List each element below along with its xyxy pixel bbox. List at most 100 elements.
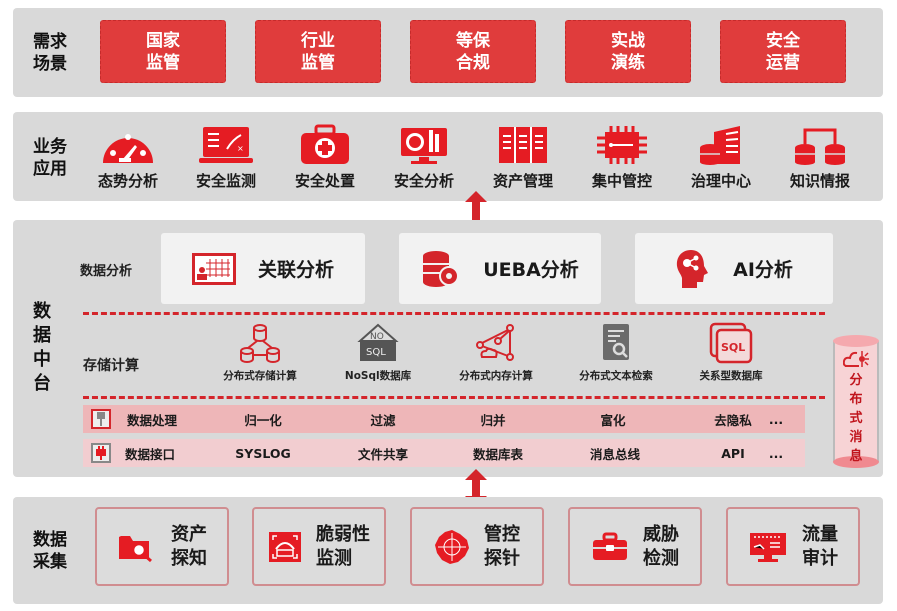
cylinder-top xyxy=(833,335,879,347)
storage-label: NoSql数据库 xyxy=(344,370,412,382)
processing-item[interactable]: 去隐私 xyxy=(714,412,752,428)
business-layer-label: 业务 应用 xyxy=(33,136,67,180)
interface-item[interactable]: SYSLOG xyxy=(235,445,291,461)
correlation-chart-icon xyxy=(191,252,236,285)
card-line: 审计 xyxy=(802,547,838,569)
collect-control-probe[interactable]: 管控 探针 xyxy=(410,507,544,586)
app-security-response[interactable]: 安全处置 xyxy=(280,124,370,191)
doc-search-icon xyxy=(556,323,676,363)
scenario-security-operations[interactable]: 安全 运营 xyxy=(720,20,846,83)
processing-item[interactable]: 归一化 xyxy=(244,412,282,428)
collect-asset-discovery[interactable]: 资产 探知 xyxy=(95,507,229,586)
processing-item[interactable]: 富化 xyxy=(600,412,626,428)
chip-usb-icon xyxy=(592,124,652,166)
building-database-icon xyxy=(691,124,751,166)
card-text: 管控 探针 xyxy=(484,523,520,571)
card-line: 检测 xyxy=(643,547,679,569)
interface-item[interactable]: 数据库表 xyxy=(472,446,523,462)
database-sync-icon xyxy=(790,124,850,166)
analysis-section-label: 数据分析 xyxy=(80,264,133,279)
analysis-screen-icon xyxy=(394,124,454,166)
card-line: 管控 xyxy=(484,523,520,545)
app-centralized-control[interactable]: 集中管控 xyxy=(577,124,667,191)
interface-more[interactable]: ... xyxy=(768,445,784,461)
scenario-industry-regulation[interactable]: 行业 监管 xyxy=(255,20,381,83)
data-collection-layer: 数据 采集 资产 探知 脆弱性 监测 管控 探针 威胁 检测 流量 审 xyxy=(13,497,883,604)
interface-item[interactable]: API xyxy=(721,445,745,461)
data-processing-row: 数据处理 归一化 过滤 归并 富化 去隐私 ... xyxy=(83,405,805,433)
storage-distributed-memory[interactable]: 分布式内存计算 xyxy=(436,323,556,383)
app-label: 安全处置 xyxy=(294,172,355,190)
scenario-national-regulation[interactable]: 国家 监管 xyxy=(100,20,226,83)
app-governance-center[interactable]: 治理中心 xyxy=(676,124,766,191)
card-text: 脆弱性 监测 xyxy=(316,523,370,571)
scan-vulnerability-icon xyxy=(269,531,301,562)
database-gear-icon xyxy=(423,250,460,287)
folder-search-icon xyxy=(119,535,152,562)
row-label: 数据处理 xyxy=(127,412,178,428)
app-situation-analysis[interactable]: 态势分析 xyxy=(83,124,173,191)
app-label: 安全监测 xyxy=(195,172,256,190)
svg-text:SQL: SQL xyxy=(721,341,745,354)
first-aid-kit-icon xyxy=(295,124,355,166)
scenario-text: 监管 xyxy=(146,52,180,73)
cylinder-bottom xyxy=(833,456,879,468)
storage-text-search[interactable]: 分布式文本检索 xyxy=(556,323,676,383)
card-ai-analysis[interactable]: AI分析 xyxy=(635,233,833,304)
collect-traffic-audit[interactable]: 流量 审计 xyxy=(726,507,860,586)
data-interface-row: 数据接口 SYSLOG 文件共享 数据库表 消息总线 API ... xyxy=(83,439,805,467)
app-label: 治理中心 xyxy=(690,172,751,190)
processing-item[interactable]: 归并 xyxy=(480,412,506,428)
processing-item[interactable]: 过滤 xyxy=(370,412,396,428)
label-char: 分 xyxy=(849,373,863,388)
gauge-icon xyxy=(98,124,158,166)
card-line: 脆弱性 xyxy=(316,523,370,545)
card-text: 流量 审计 xyxy=(802,523,838,571)
card-ueba-analysis[interactable]: UEBA分析 xyxy=(399,233,601,304)
card-line: 资产 xyxy=(171,523,207,545)
probe-gear-icon xyxy=(435,529,469,564)
card-correlation-analysis[interactable]: 关联分析 xyxy=(161,233,365,304)
app-security-monitoring[interactable]: × 安全监测 xyxy=(181,124,271,191)
data-platform-layer: 数 据 中 台 数据分析 关联分析 UEBA分析 AI分析 存储计算 分布式存储… xyxy=(13,220,883,477)
svg-text:NO: NO xyxy=(370,332,384,342)
label-line: 场景 xyxy=(33,54,67,74)
row-label: 数据接口 xyxy=(125,446,176,462)
scenario-text: 实战 xyxy=(611,30,645,51)
interface-item[interactable]: 文件共享 xyxy=(357,446,408,462)
cylinder-body xyxy=(833,341,879,462)
processing-more[interactable]: ... xyxy=(768,411,784,427)
cloud-network-icon xyxy=(843,351,869,367)
business-app-layer: 业务 应用 态势分析 × 安全监测 安全处置 安全分析 资产管理 集 xyxy=(13,112,883,201)
distributed-message-bus[interactable]: 分 布 式 消 息 xyxy=(833,335,879,468)
card-line: 探针 xyxy=(484,547,520,569)
toolbox-icon xyxy=(593,532,627,560)
plug-icon xyxy=(91,409,111,429)
divider-dashed xyxy=(83,312,825,315)
storage-label: 分布式文本检索 xyxy=(579,370,653,382)
app-label: 集中管控 xyxy=(591,172,652,190)
distributed-db-icon xyxy=(200,323,320,363)
scenario-text: 国家 xyxy=(146,30,180,51)
app-label: 资产管理 xyxy=(492,172,553,190)
monitor-plan-icon: × xyxy=(196,124,256,166)
app-security-analysis[interactable]: 安全分析 xyxy=(379,124,469,191)
scenario-compliance[interactable]: 等保 合规 xyxy=(410,20,536,83)
label-char: 息 xyxy=(849,449,863,464)
storage-relational-db[interactable]: SQL 关系型数据库 xyxy=(671,322,791,383)
label-line: 应用 xyxy=(33,159,67,179)
app-knowledge-intelligence[interactable]: 知识情报 xyxy=(775,124,865,191)
interface-item[interactable]: 消息总线 xyxy=(589,446,640,462)
scenario-text: 监管 xyxy=(301,52,335,73)
collect-vulnerability-monitoring[interactable]: 脆弱性 监测 xyxy=(252,507,386,586)
app-asset-management[interactable]: 资产管理 xyxy=(478,124,568,191)
collect-threat-detection[interactable]: 威胁 检测 xyxy=(568,507,702,586)
traffic-monitor-icon xyxy=(750,532,786,562)
scenario-layer-label: 需求 场景 xyxy=(33,31,67,75)
card-line: 监测 xyxy=(316,547,352,569)
label-line: 需求 xyxy=(33,32,67,52)
storage-distributed-compute[interactable]: 分布式存储计算 xyxy=(200,323,320,383)
scenario-drill[interactable]: 实战 演练 xyxy=(565,20,691,83)
app-label: 知识情报 xyxy=(789,172,850,190)
